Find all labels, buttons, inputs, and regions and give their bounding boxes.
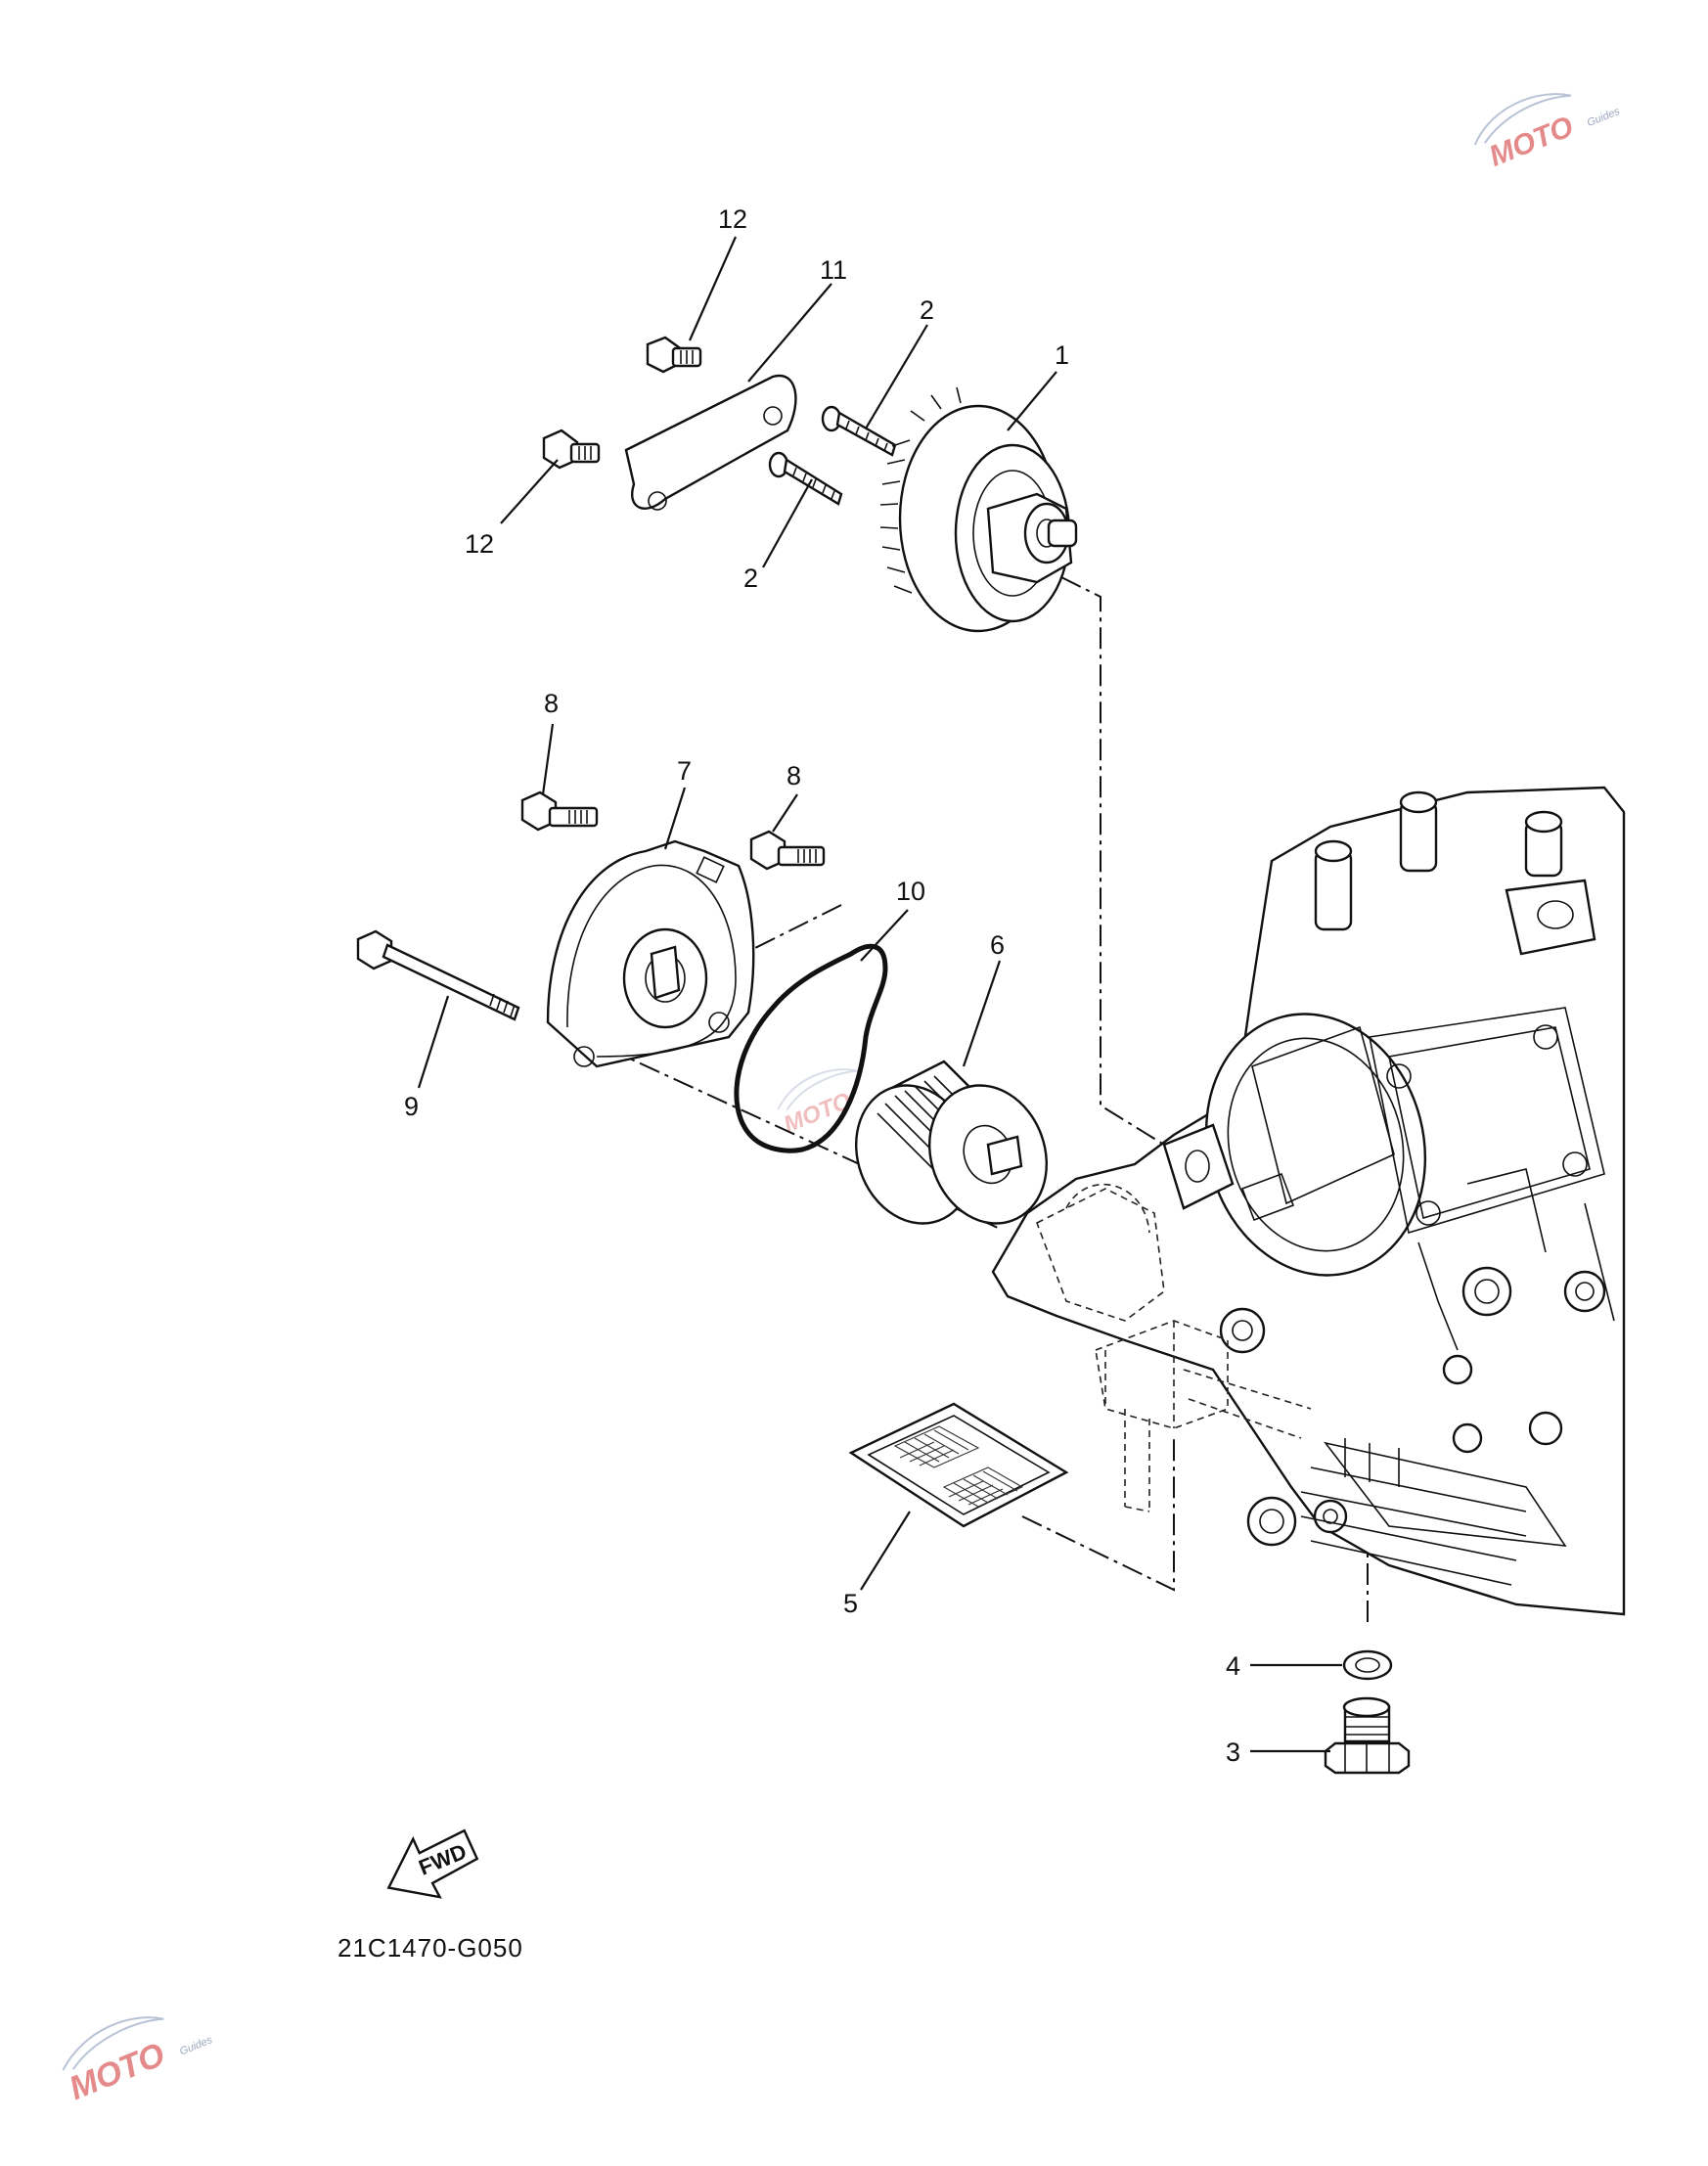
oil-strainer <box>848 1402 1069 1528</box>
diagram-code: 21C1470-G050 <box>337 1933 523 1963</box>
watermark-text: MOTO <box>1485 111 1578 173</box>
long-bolt <box>356 929 520 1021</box>
callout-5: 5 <box>843 1589 858 1618</box>
bolt-upper-left <box>520 790 599 832</box>
watermark-logo-bottom: MOTO Guides <box>62 2016 214 2107</box>
crankcase <box>991 786 1626 1616</box>
drain-bolt <box>1324 1696 1411 1775</box>
forward-direction-arrow: FWD <box>386 1828 479 1899</box>
flange-bolt-upper <box>646 336 702 374</box>
callout-7: 7 <box>677 756 692 786</box>
o-ring <box>734 943 888 1153</box>
oil-filter-element <box>854 1060 1049 1225</box>
flange-bolt-lower <box>542 429 601 470</box>
callout-2-upper: 2 <box>920 295 934 325</box>
callout-9: 9 <box>404 1092 419 1121</box>
leader-lines <box>417 236 1342 1753</box>
callout-8-left: 8 <box>544 689 559 718</box>
callout-1: 1 <box>1055 340 1069 370</box>
screw-upper <box>821 405 897 457</box>
callout-8-right: 8 <box>787 761 801 790</box>
watermark-subtext: Guides <box>178 2034 214 2057</box>
watermark-subtext: Guides <box>1586 106 1622 129</box>
screw-lower <box>768 451 843 506</box>
drain-washer <box>1342 1649 1393 1681</box>
bolt-upper-right <box>749 830 826 871</box>
watermark-logo-top: MOTO Guides <box>1473 93 1622 173</box>
oil-filter-cover <box>546 839 755 1068</box>
callout-11: 11 <box>820 255 847 285</box>
callout-3: 3 <box>1226 1737 1240 1767</box>
callout-labels: 1 2 2 3 4 5 6 7 8 8 9 10 11 12 12 <box>404 204 1240 1767</box>
retaining-plate <box>624 374 797 511</box>
callout-10: 10 <box>896 877 925 906</box>
callout-4: 4 <box>1226 1651 1240 1681</box>
watermark-logo-center: MOTO <box>777 1068 858 1139</box>
oil-pump-gear <box>879 386 1078 633</box>
callout-6: 6 <box>990 930 1005 960</box>
callout-12-upper: 12 <box>718 204 747 234</box>
callout-2-lower: 2 <box>743 564 758 593</box>
callout-12-lower: 12 <box>465 529 494 559</box>
